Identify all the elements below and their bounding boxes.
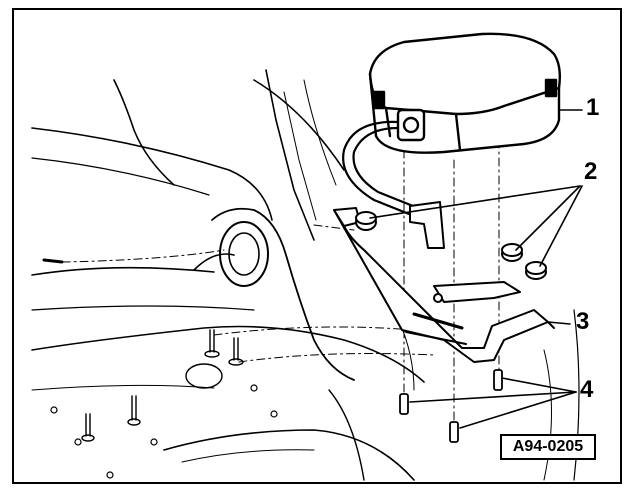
bolts <box>399 369 503 443</box>
body-structure <box>31 69 580 481</box>
pillar-round-opening <box>185 221 269 389</box>
mounting-bracket <box>333 201 555 363</box>
nuts <box>355 211 547 280</box>
callout-3: 3 <box>576 308 590 335</box>
control-module <box>368 32 562 154</box>
leader-lines <box>369 109 583 429</box>
diagram-frame: 1 2 3 4 A94-0205 <box>12 8 622 484</box>
exploded-assembly-drawing <box>31 32 583 481</box>
reference-code: A94-0205 <box>500 434 596 460</box>
floor-holes <box>50 384 278 479</box>
callout-2: 2 <box>584 158 598 185</box>
floor-studs <box>42 258 244 442</box>
callout-1: 1 <box>586 94 600 121</box>
alignment-lines <box>61 139 500 426</box>
callout-4: 4 <box>580 376 594 403</box>
wiring-harness <box>342 120 420 218</box>
